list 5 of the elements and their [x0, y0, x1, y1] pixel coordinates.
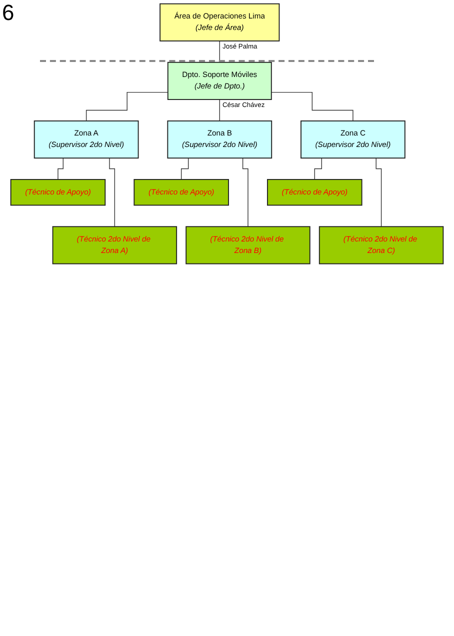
- connector: [86, 92, 168, 122]
- connector: [219, 99, 220, 122]
- heading-fragment: 6: [2, 0, 14, 25]
- connector: [219, 40, 220, 63]
- connector: [271, 92, 354, 122]
